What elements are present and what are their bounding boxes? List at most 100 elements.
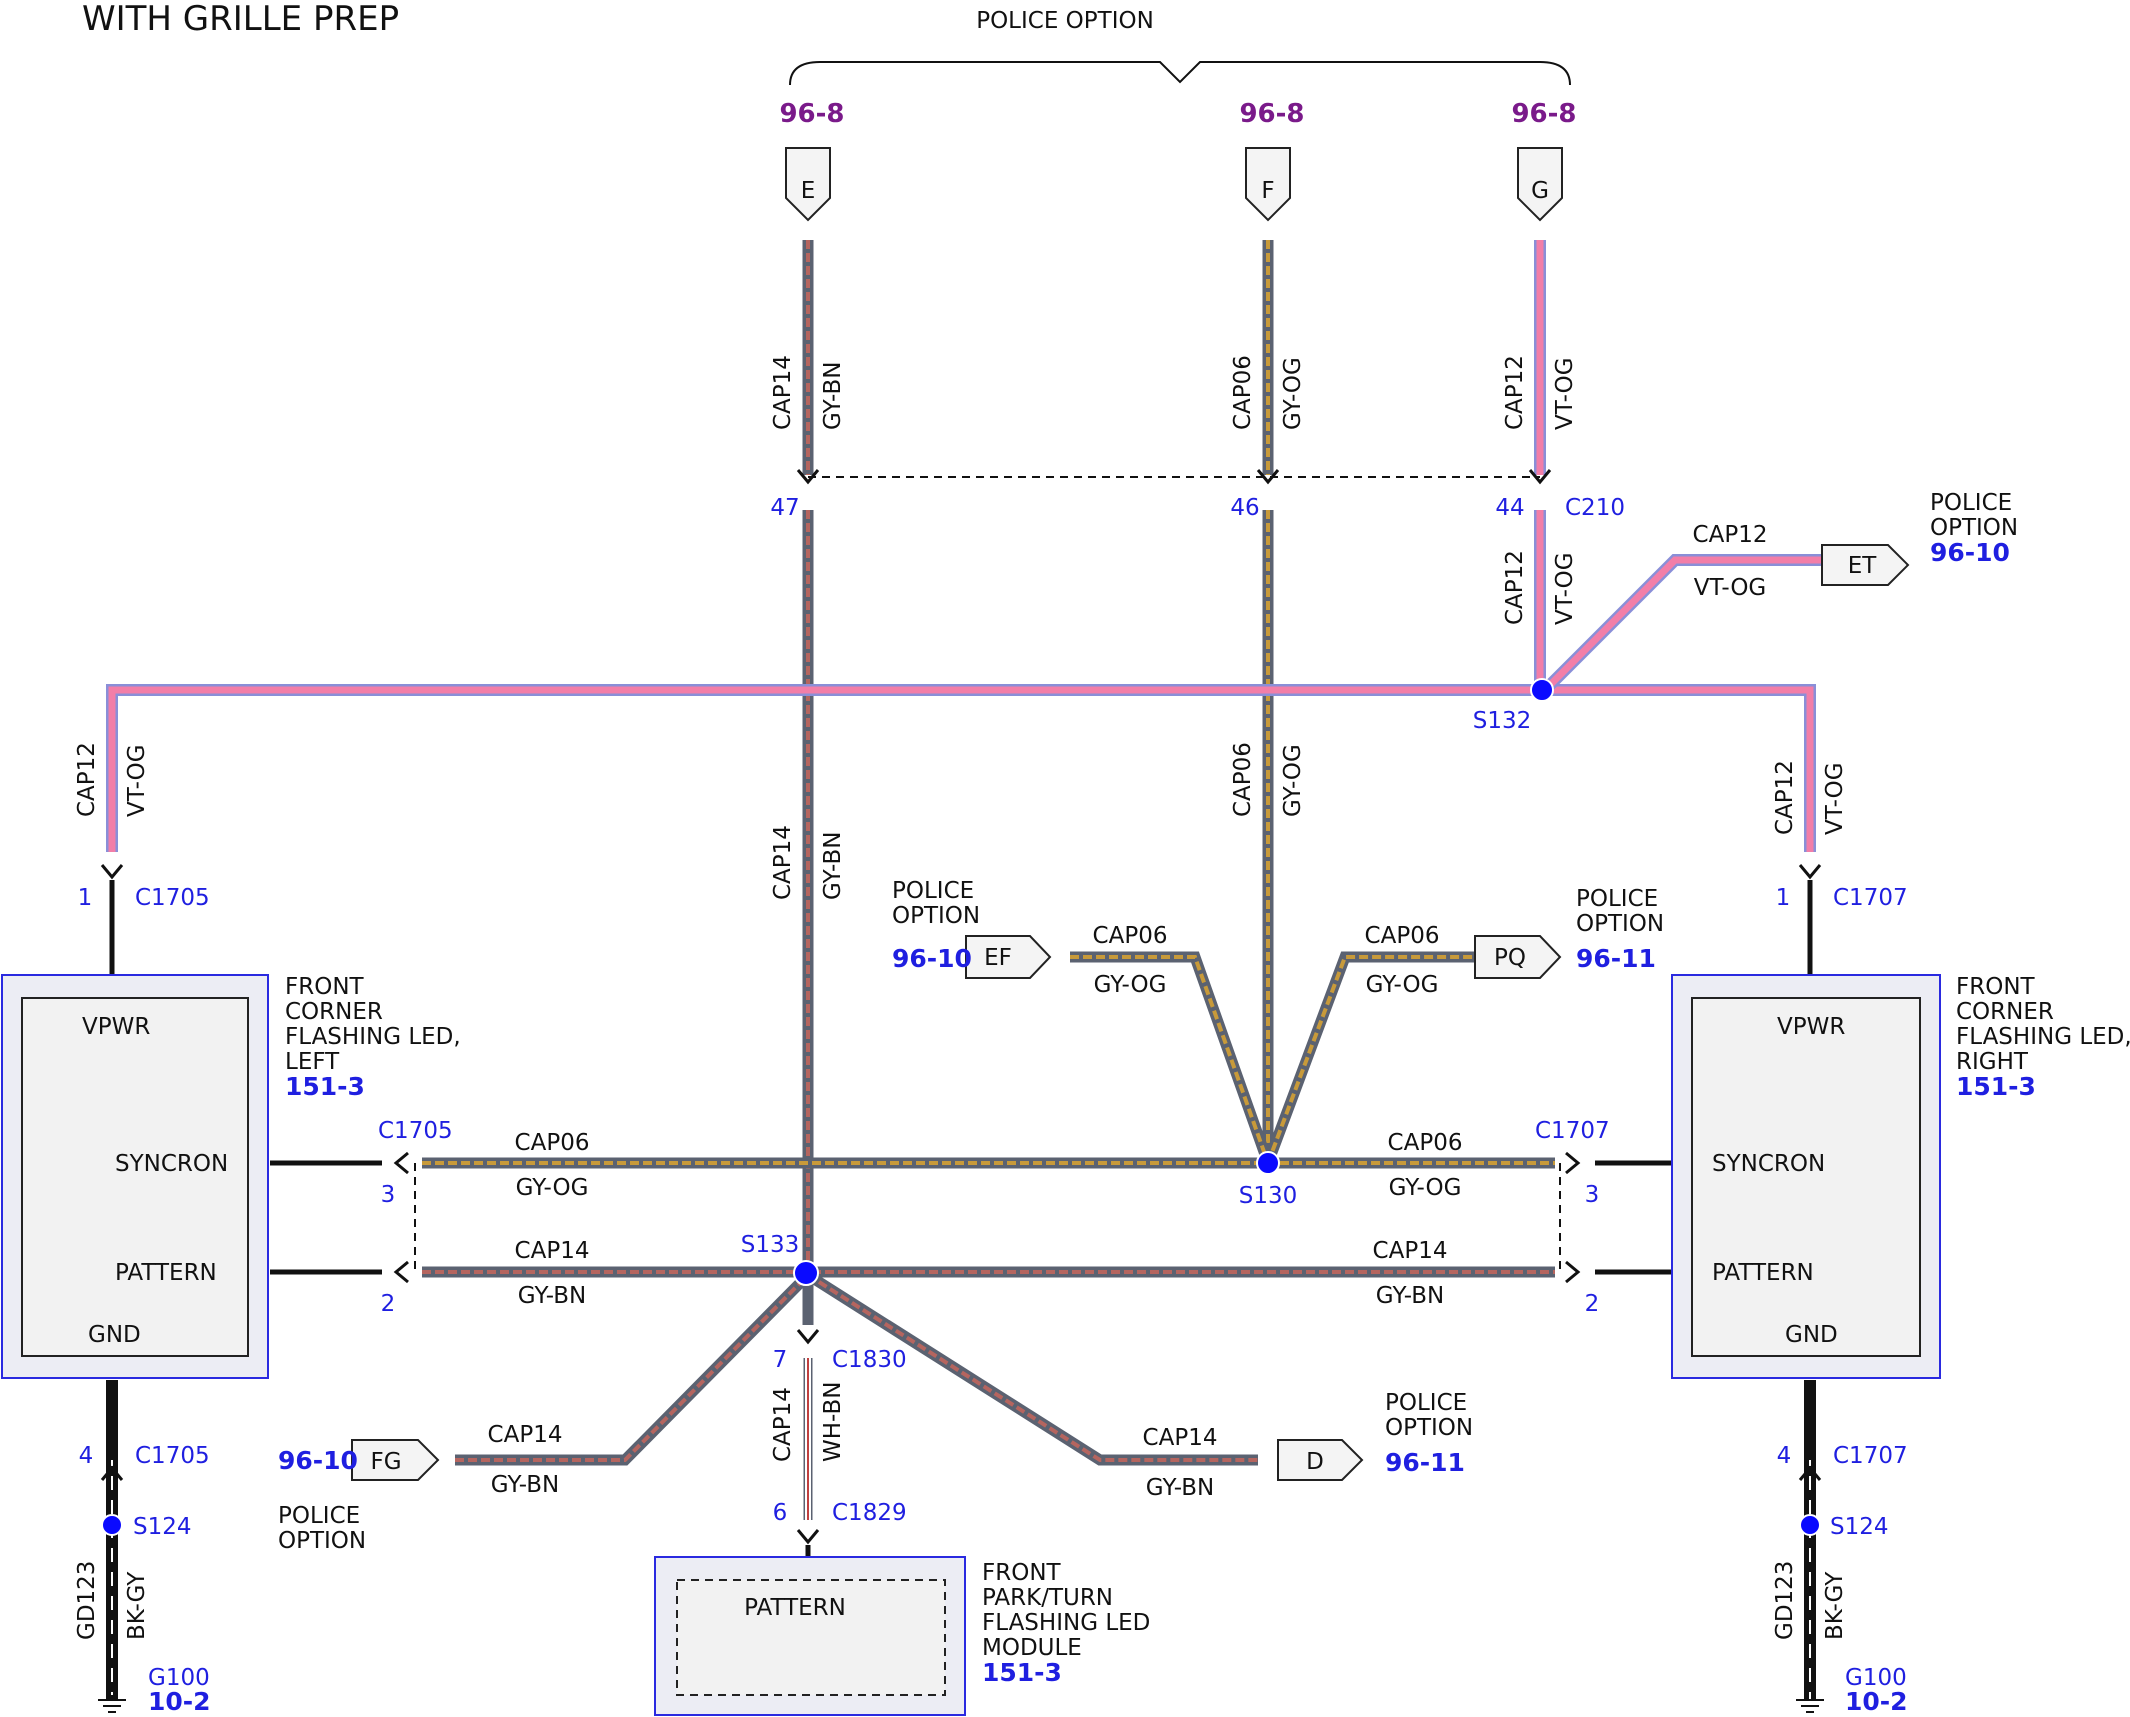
pin-c1705-2: 2: [381, 1291, 396, 1317]
flag-ef: EF POLICE OPTION 96-10: [892, 878, 1052, 979]
splice-s133-label: S133: [741, 1232, 800, 1258]
flag-pq: PQ POLICE OPTION 96-11: [1474, 886, 1664, 979]
top-connector-g: 96-8 G: [1511, 99, 1577, 222]
ground-symbol-left: [98, 1695, 126, 1713]
ground-symbol-right: [1796, 1699, 1824, 1713]
left-module-ref: 151-3: [285, 1072, 365, 1101]
splice-s132-dot: [1530, 678, 1554, 702]
flag-d: D POLICE OPTION 96-11: [1277, 1390, 1473, 1481]
label-cap12-g-upper: CAP12: [1502, 355, 1528, 430]
flag-et-ref: 96-10: [1930, 538, 2010, 567]
connector-c1707-vpwr: C1707: [1833, 885, 1908, 911]
connector-c1830: C1830: [832, 1347, 907, 1373]
label-gy-bn-left-bus: GY-BN: [518, 1283, 586, 1309]
flag-et-note-line1: POLICE: [1930, 490, 2012, 516]
right-pin-gnd: GND: [1785, 1322, 1838, 1348]
label-vt-og-right: VT-OG: [1822, 762, 1848, 835]
ground-ref-left: 10-2: [148, 1687, 211, 1716]
flag-d-label: D: [1306, 1449, 1324, 1475]
label-gy-og-right-bus: GY-OG: [1389, 1175, 1462, 1201]
label-vt-og-g-upper: VT-OG: [1552, 357, 1578, 430]
connector-c1707-gnd: C1707: [1833, 1443, 1908, 1469]
flag-pq-note-line1: POLICE: [1576, 886, 1658, 912]
connector-f-label: F: [1261, 178, 1274, 204]
connector-e-label: E: [801, 178, 816, 204]
flag-d-note-line2: OPTION: [1385, 1415, 1473, 1441]
right-pin-vpwr: VPWR: [1777, 1014, 1845, 1040]
wire-vpwr-bus: [106, 684, 1816, 852]
label-gy-bn-e-mid: GY-BN: [820, 832, 846, 900]
ref-96-8-f: 96-8: [1239, 99, 1304, 129]
label-cap14-e-upper: CAP14: [770, 355, 796, 430]
left-pin-vpwr: VPWR: [82, 1014, 150, 1040]
flag-fg: FG 96-10 POLICE OPTION: [278, 1439, 440, 1554]
right-module-name-line3: FLASHING LED,: [1956, 1024, 2130, 1050]
pin-c1830-7: 7: [773, 1347, 788, 1373]
label-cap14-right-bus: CAP14: [1373, 1238, 1448, 1264]
pin-c1707-2: 2: [1585, 1291, 1600, 1317]
center-park-turn-module: PATTERN: [654, 1556, 966, 1716]
flag-ef-note-line2: OPTION: [892, 903, 980, 929]
center-module-name-line4: MODULE: [982, 1635, 1082, 1661]
flag-pq-label: PQ: [1494, 945, 1526, 971]
left-module-name-line1: FRONT: [285, 974, 365, 1000]
label-cap12-et: CAP12: [1693, 522, 1768, 548]
splice-s130-dot: [1256, 1151, 1280, 1175]
label-vt-og-et: VT-OG: [1694, 575, 1767, 601]
horizontal-wire-labels: CAP06 GY-OG CAP14 GY-BN CAP06 GY-OG CAP1…: [488, 522, 1768, 1501]
label-gy-og-f-upper: GY-OG: [1280, 357, 1306, 430]
label-cap06-left-bus: CAP06: [515, 1130, 590, 1156]
connector-chevrons: [100, 469, 1822, 1545]
ground-ref-right: 10-2: [1845, 1687, 1908, 1716]
right-module-label: FRONT CORNER FLASHING LED, RIGHT 151-3: [1956, 974, 2130, 1101]
police-option-brace: [789, 61, 1571, 86]
pin-c1705-4: 4: [79, 1443, 94, 1469]
center-module-name-line3: FLASHING LED: [982, 1610, 1150, 1636]
connector-c1829: C1829: [832, 1500, 907, 1526]
ground-g100-left: G100: [148, 1665, 210, 1691]
ref-96-8-g: 96-8: [1511, 99, 1576, 129]
right-module-ref: 151-3: [1956, 1072, 2036, 1101]
label-cap06-f-mid: CAP06: [1230, 742, 1256, 817]
left-module-name-line3: FLASHING LED,: [285, 1024, 461, 1050]
label-gy-bn-fg: GY-BN: [491, 1472, 559, 1498]
label-cap06-right-bus: CAP06: [1388, 1130, 1463, 1156]
left-module-label: FRONT CORNER FLASHING LED, LEFT 151-3: [285, 974, 461, 1101]
wire-cap14-gy-bn: [422, 240, 1555, 1466]
splice-s124-left-dot: [101, 1514, 123, 1536]
left-pin-pattern: PATTERN: [115, 1260, 217, 1286]
pin-c1705-3: 3: [381, 1182, 396, 1208]
flag-pq-note-line2: OPTION: [1576, 911, 1664, 937]
pin-c1829-6: 6: [773, 1500, 788, 1526]
right-pin-syncron: SYNCRON: [1712, 1151, 1825, 1177]
label-gd123-left: GD123: [74, 1561, 100, 1640]
label-gy-bn-d: GY-BN: [1146, 1475, 1214, 1501]
splice-s124-right-dot: [1799, 1514, 1821, 1536]
label-gy-og-ef: GY-OG: [1094, 972, 1167, 998]
connector-c1705-bus: C1705: [378, 1118, 453, 1144]
left-module-name-line2: CORNER: [285, 999, 383, 1025]
right-pin-pattern: PATTERN: [1712, 1260, 1814, 1286]
connector-c1705-gnd: C1705: [135, 1443, 210, 1469]
label-gy-bn-right-bus: GY-BN: [1376, 1283, 1444, 1309]
label-vt-og-left: VT-OG: [124, 744, 150, 817]
flag-et-note-line2: OPTION: [1930, 515, 2018, 541]
page-title: WITH GRILLE PREP: [82, 0, 399, 39]
pin-c210-46: 46: [1230, 495, 1259, 521]
label-wh-bn-center: WH-BN: [820, 1382, 846, 1463]
label-cap14-d: CAP14: [1143, 1425, 1218, 1451]
flag-fg-note-line1: POLICE: [278, 1503, 360, 1529]
label-cap12-right: CAP12: [1772, 760, 1798, 835]
connector-c1707-bus: C1707: [1535, 1118, 1610, 1144]
label-cap14-left-bus: CAP14: [515, 1238, 590, 1264]
wire-et-branch: [1540, 554, 1822, 695]
wire-cap12-vt-og: [106, 240, 1822, 852]
label-gy-og-f-mid: GY-OG: [1280, 744, 1306, 817]
splice-s124-right-label: S124: [1830, 1514, 1889, 1540]
right-module-name-line1: FRONT: [1956, 974, 2036, 1000]
flag-d-note-line1: POLICE: [1385, 1390, 1467, 1416]
label-cap12-g-lower: CAP12: [1502, 550, 1528, 625]
flag-et: ET POLICE OPTION 96-10: [1821, 490, 2018, 586]
label-cap12-left: CAP12: [74, 742, 100, 817]
flag-fg-ref: 96-10: [278, 1446, 358, 1475]
